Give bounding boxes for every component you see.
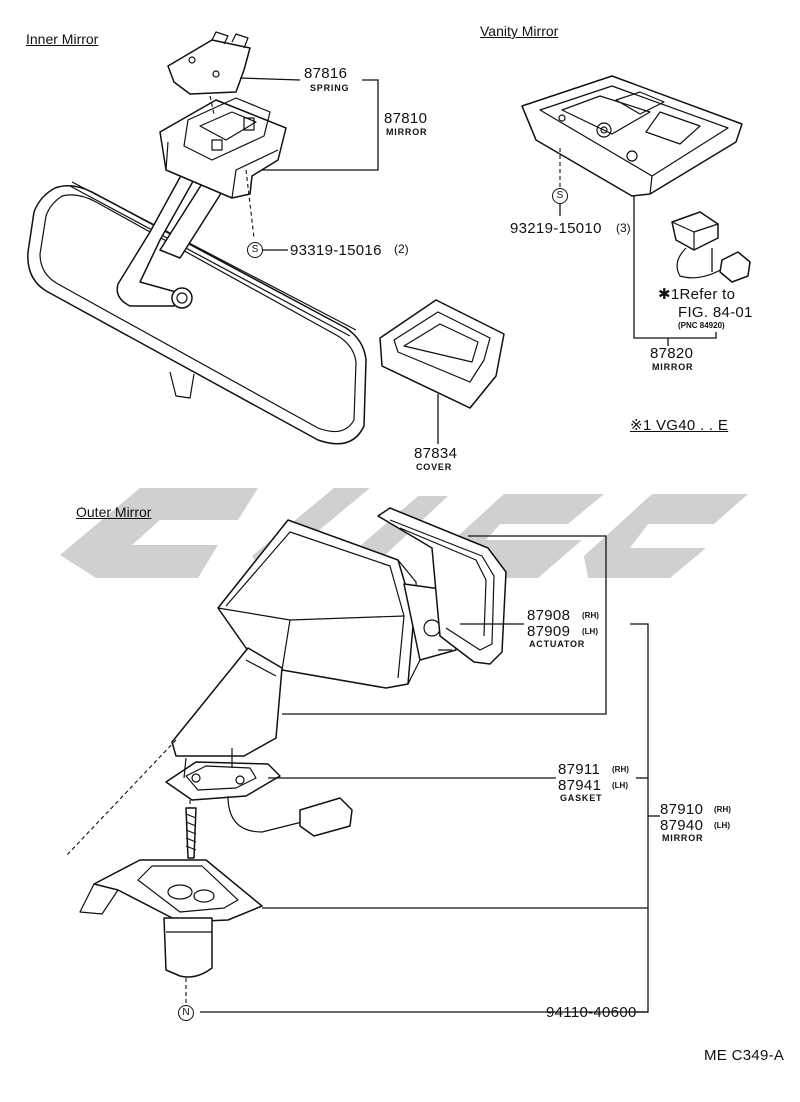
note-refer-to: ✱1Refer to [658, 286, 736, 303]
outer-screw [185, 807, 197, 859]
section-title-vanity: Vanity Mirror [480, 23, 559, 39]
part-number-94110-40600: 94110-40600 [546, 1004, 637, 1021]
part-number-87834: 87834 [414, 445, 458, 462]
section-title-inner: Inner Mirror [26, 31, 99, 47]
screw-symbol-vanity: S [552, 188, 568, 204]
screw-symbol-inner: S [247, 242, 263, 258]
outer-gasket [165, 748, 353, 837]
variant-label: ※1 VG40 . . E [630, 417, 729, 434]
mirror-frame-plate [377, 507, 507, 665]
section-title-outer: Outer Mirror [76, 504, 152, 520]
part-name-actuator: ACTUATOR [529, 639, 586, 649]
nut-symbol: N [178, 1005, 194, 1021]
vanity-mirror-body [521, 75, 743, 197]
part-name-mirror-vanity: MIRROR [652, 362, 694, 372]
part-number-87820: 87820 [650, 345, 694, 362]
part-name-gasket: GASKET [560, 793, 603, 803]
part-number-87908: 87908 [527, 607, 571, 624]
part-number-87910: 87910 [660, 801, 704, 818]
cover-part [379, 299, 505, 409]
part-number-93319-15016: 93319-15016 [290, 242, 382, 259]
qty-vanity-screw: (3) [616, 221, 631, 235]
part-name-cover: COVER [416, 462, 453, 472]
part-name-spring: SPRING [310, 83, 350, 93]
note-figure: FIG. 84-01 [678, 304, 753, 321]
part-name-mirror-inner: MIRROR [386, 127, 428, 137]
inner-mirror-body [27, 181, 367, 445]
side-87908: (RH) [582, 611, 599, 620]
figure-code: ME C349-A [704, 1047, 785, 1064]
side-87910: (RH) [714, 805, 731, 814]
side-87941: (LH) [612, 781, 628, 790]
qty-inner-screw: (2) [394, 242, 409, 256]
inner-mount-bracket [159, 97, 287, 199]
note-pnc: (PNC 84920) [678, 321, 725, 330]
part-number-87816: 87816 [304, 65, 348, 82]
outer-mirror-arm [171, 647, 283, 757]
part-number-93219-15010: 93219-15010 [510, 220, 602, 237]
outer-base-plate [79, 859, 263, 978]
part-number-87941: 87941 [558, 777, 602, 794]
side-87911: (RH) [612, 765, 629, 774]
side-87940: (LH) [714, 821, 730, 830]
part-name-mirror-outer: MIRROR [662, 833, 704, 843]
part-number-87911: 87911 [558, 761, 601, 778]
part-number-87940: 87940 [660, 817, 704, 834]
vanity-switch [671, 211, 751, 283]
spring-clip [167, 31, 251, 95]
part-number-87909: 87909 [527, 623, 571, 640]
part-number-87810: 87810 [384, 110, 428, 127]
side-87909: (LH) [582, 627, 598, 636]
